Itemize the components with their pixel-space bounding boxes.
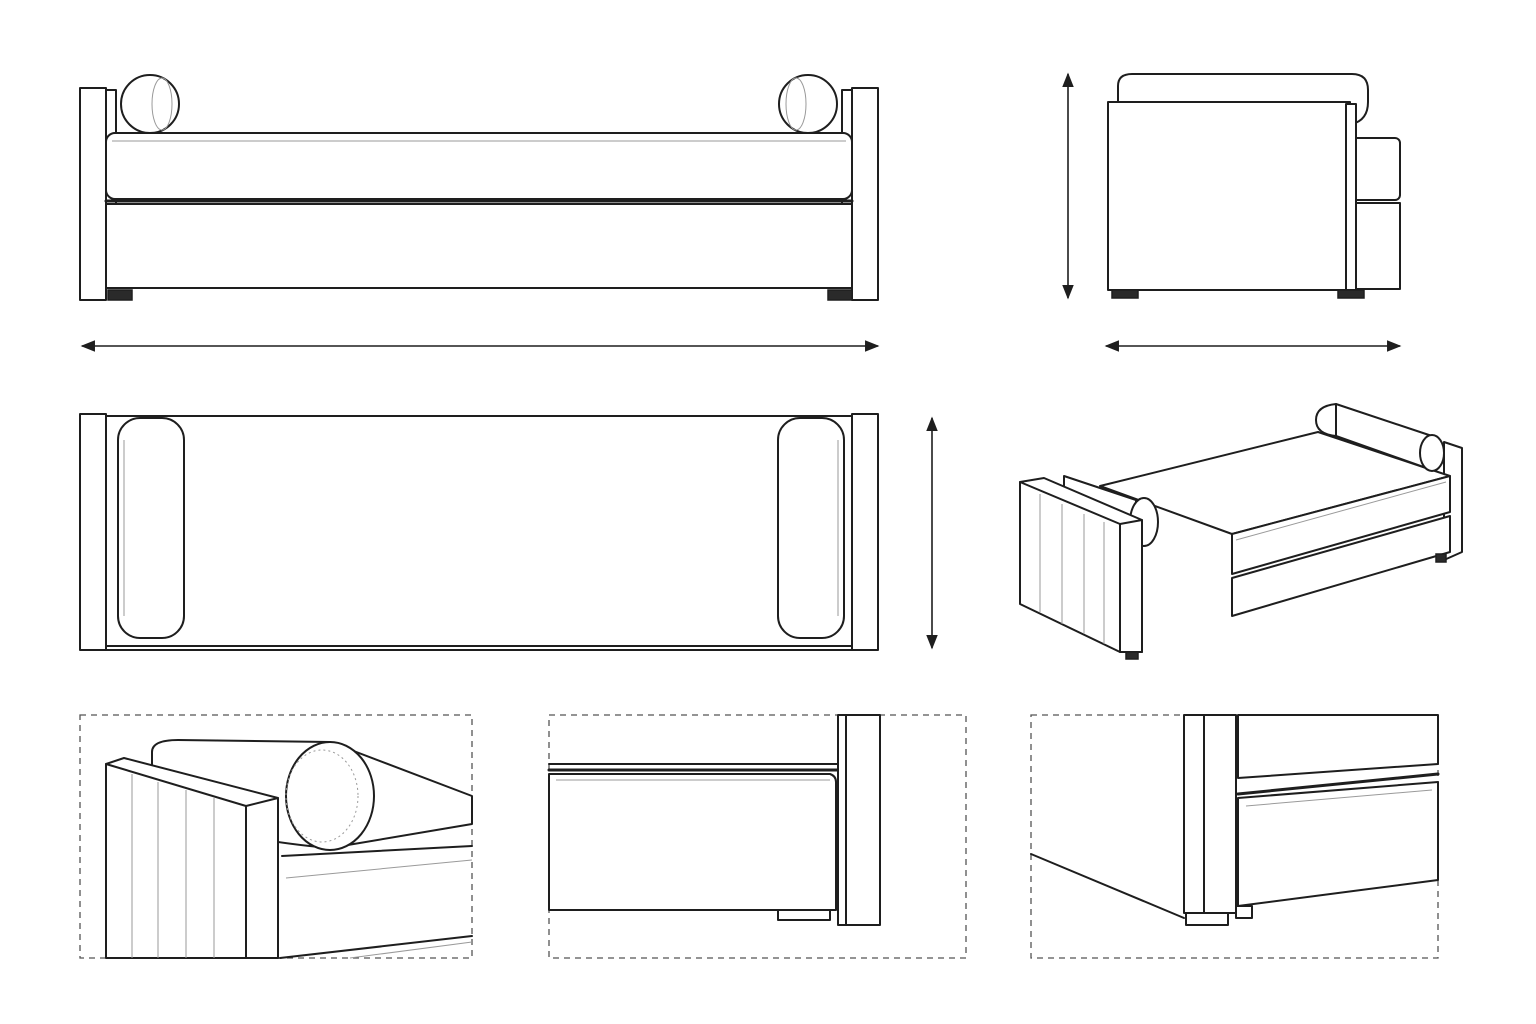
front-right-leg — [827, 289, 853, 301]
side-cushion-depth — [1349, 137, 1401, 201]
detail-drawer-front — [548, 773, 837, 911]
plan-seat — [105, 415, 853, 647]
detail-arm-post — [837, 714, 881, 926]
plan-left-arm — [79, 413, 107, 651]
iso-cushion-front — [1231, 475, 1451, 575]
detail-armrest-bolster — [79, 714, 473, 959]
front-left-leg — [107, 289, 133, 301]
side-arm-panel — [1107, 101, 1351, 291]
plan-left-bolster — [117, 417, 185, 639]
side-leg-back — [1337, 289, 1365, 299]
detail-drawer-foot — [1235, 905, 1253, 919]
iso-front-arm-edge — [1119, 519, 1143, 653]
plan-right-arm — [851, 413, 879, 651]
right-bolster — [778, 74, 838, 134]
detail-bolster-end — [285, 741, 375, 851]
seat-cushion — [105, 132, 853, 200]
detail-drawer-front-corner — [1237, 781, 1439, 907]
left-bolster — [120, 74, 180, 134]
trundle-drawer — [105, 203, 853, 289]
detail-drawer-leg — [777, 909, 831, 921]
side-arm-edge — [1345, 103, 1357, 291]
detail-drawer-corner — [547, 714, 967, 959]
front-elevation-view — [79, 74, 879, 301]
iso-back-bolster-end — [1419, 434, 1445, 472]
isometric-view — [1019, 403, 1463, 660]
right-arm-panel — [851, 87, 879, 301]
detail-leg-corner — [1030, 714, 1440, 959]
side-drawer-depth — [1349, 202, 1401, 290]
detail-corner-leg — [1185, 912, 1229, 926]
detail-arm-post-corner — [1183, 714, 1237, 914]
side-elevation-view — [1107, 73, 1401, 299]
plan-right-bolster — [777, 417, 845, 639]
side-leg-front — [1111, 289, 1139, 299]
detail-seat-cushion — [1237, 714, 1439, 779]
detail-arm-edge — [245, 797, 279, 959]
iso-drawer-front — [1231, 515, 1451, 617]
top-plan-view — [79, 413, 879, 651]
left-arm-panel — [79, 87, 107, 301]
